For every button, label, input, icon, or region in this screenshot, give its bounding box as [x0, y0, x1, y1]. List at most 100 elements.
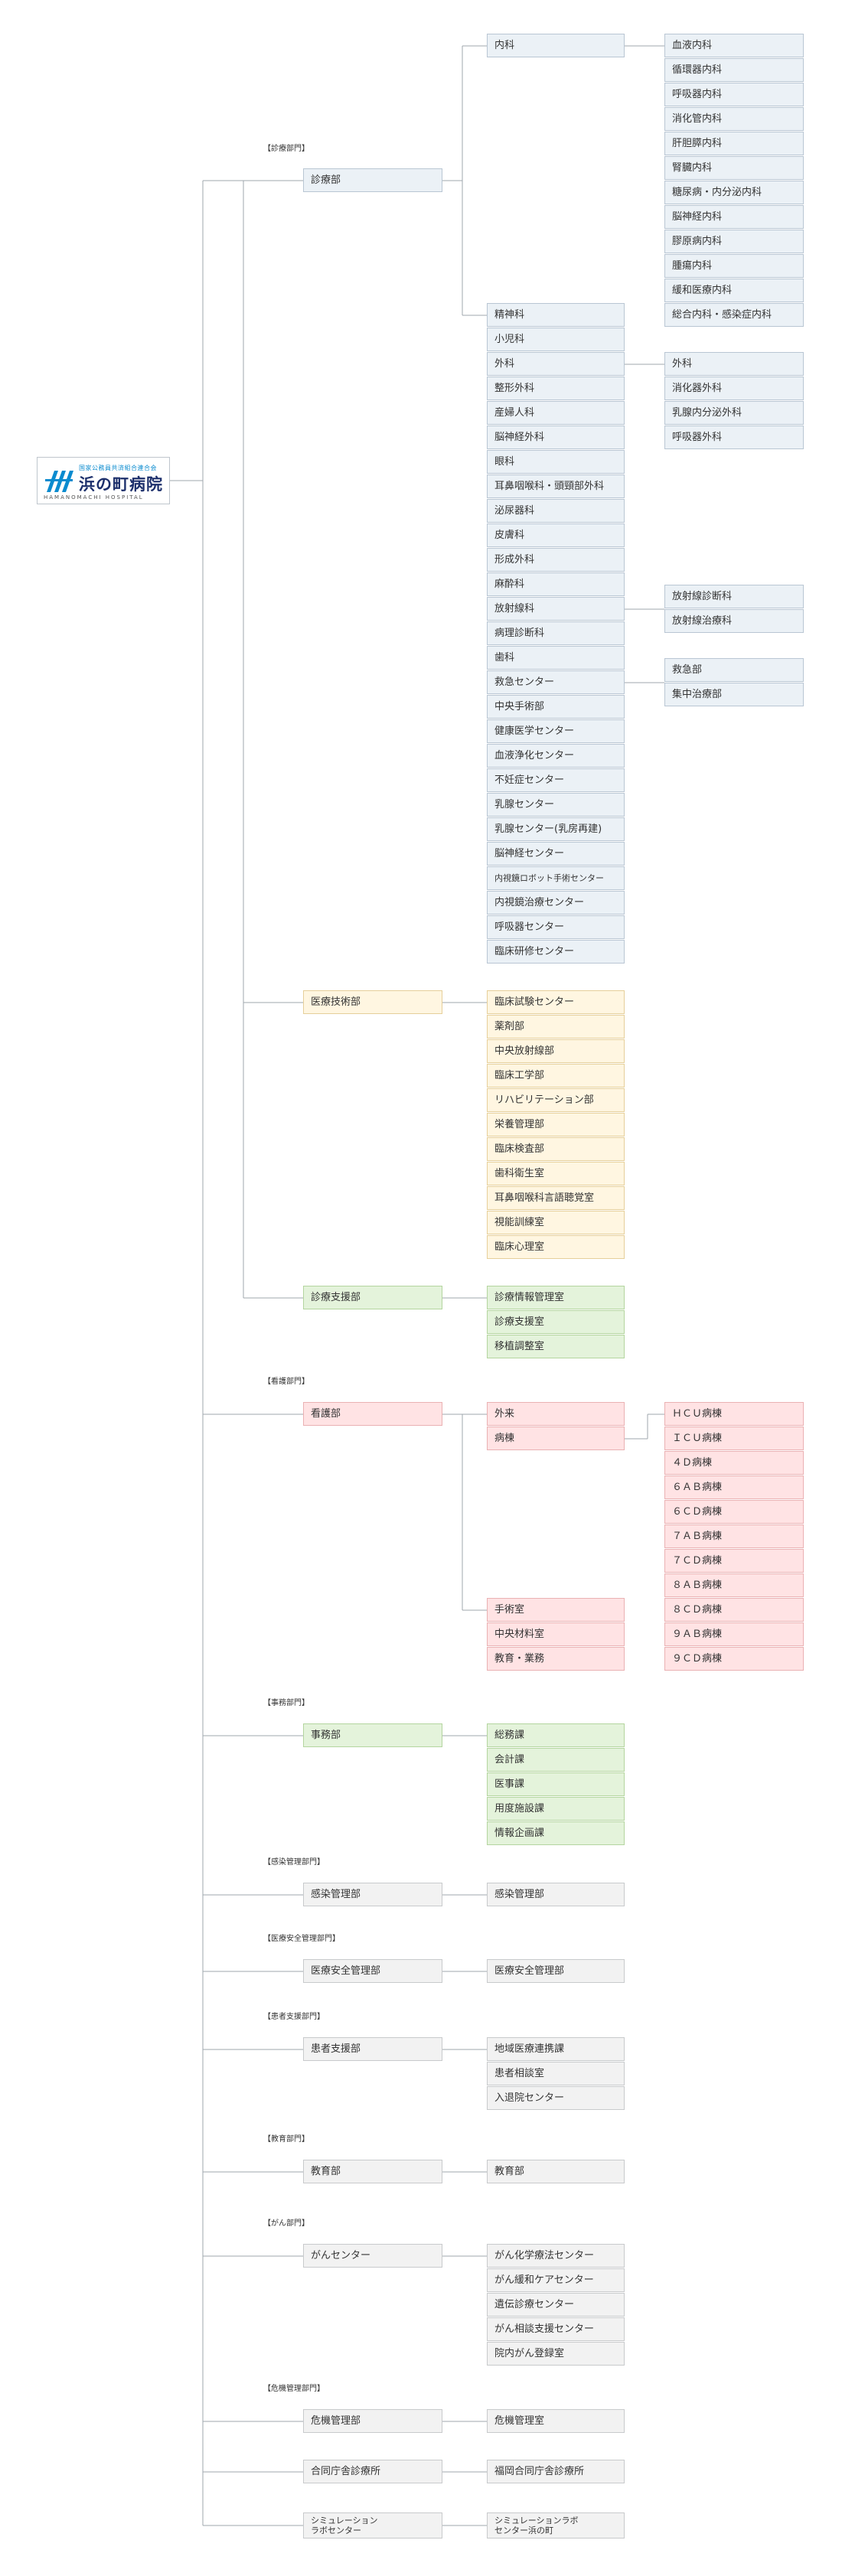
clinical-dept: 麻酔科	[487, 572, 625, 596]
clinical-dept: 乳腺センター(乳房再建)	[487, 817, 625, 841]
clinical-dept: 整形外科	[487, 377, 625, 400]
simulation-item: シミュレーションラボセンター浜の町	[487, 2512, 625, 2539]
section-label-kanja: 【患者支援部門】	[263, 2013, 325, 2021]
naika-subdept: 膠原病内科	[664, 230, 804, 253]
dept-kikikanribu: 危機管理部	[303, 2409, 442, 2433]
godo-item: 福岡合同庁舎診療所	[487, 2460, 625, 2483]
section-label-gan: 【がん部門】	[263, 2219, 309, 2228]
dept-godochoshinryojo: 合同庁舎診療所	[303, 2460, 442, 2483]
geka-subdept: 乳腺内分泌外科	[664, 401, 804, 425]
clinical-dept: 小児科	[487, 328, 625, 351]
section-label-iryoanzen: 【医療安全管理部門】	[263, 1935, 340, 1943]
logo-english: HAMANOMACHI HOSPITAL	[44, 494, 144, 501]
simulation-item-line: センター浜の町	[494, 2525, 553, 2535]
clinical-dept: 放射線科	[487, 597, 625, 621]
clinical-dept: 血液浄化センター	[487, 744, 625, 768]
byoto-item: ８ＡＢ病棟	[664, 1573, 804, 1597]
section-label-jimu: 【事務部門】	[263, 1699, 309, 1707]
clinical-dept: 皮膚科	[487, 523, 625, 547]
clinical-dept: 歯科	[487, 646, 625, 670]
kyoiku-item: 教育部	[487, 2160, 625, 2183]
kango-item: 中央材料室	[487, 1622, 625, 1646]
hoshasen-subdept: 放射線診断科	[664, 585, 804, 608]
gijutsu-item: 薬剤部	[487, 1015, 625, 1039]
clinical-dept: 病理診断科	[487, 621, 625, 645]
gijutsu-item: 臨床工学部	[487, 1064, 625, 1087]
gan-item: 院内がん登録室	[487, 2342, 625, 2366]
naika-subdept: 糖尿病・内分泌内科	[664, 181, 804, 204]
gan-item: がん化学療法センター	[487, 2244, 625, 2268]
shien-item: 移植調整室	[487, 1335, 625, 1358]
clinical-dept: 臨床研修センター	[487, 940, 625, 964]
dept-simulation-line: ラボセンター	[311, 2525, 361, 2535]
kiki-item: 危機管理室	[487, 2409, 625, 2433]
clinical-dept: 耳鼻咽喉科・頭頸部外科	[487, 474, 625, 498]
jimu-item: 総務課	[487, 1723, 625, 1747]
kanja-item: 地域医療連携課	[487, 2037, 625, 2061]
kanja-item: 患者相談室	[487, 2062, 625, 2085]
byoto-item: ６ＡＢ病棟	[664, 1475, 804, 1499]
gijutsu-item: 栄養管理部	[487, 1113, 625, 1136]
naika-subdept: 脳神経内科	[664, 205, 804, 229]
section-label-kyoiku: 【教育部門】	[263, 2135, 309, 2144]
dept-shinryoshienbu: 診療支援部	[303, 1286, 442, 1309]
clinical-dept: 中央手術部	[487, 695, 625, 719]
simulation-item-line: シミュレーションラボ	[494, 2516, 579, 2525]
clinical-dept: 不妊症センター	[487, 768, 625, 792]
byoto-item: ７ＡＢ病棟	[664, 1524, 804, 1548]
hoshasen-subdept: 放射線治療科	[664, 609, 804, 633]
byoto-item: ６ＣＤ病棟	[664, 1500, 804, 1524]
jimu-item: 用度施設課	[487, 1797, 625, 1821]
naika-subdept: 呼吸器内科	[664, 83, 804, 106]
naika-subdept: 緩和医療内科	[664, 279, 804, 302]
naika-subdept: 循環器内科	[664, 58, 804, 82]
clinical-dept: 乳腺センター	[487, 793, 625, 817]
clinical-dept: 産婦人科	[487, 401, 625, 425]
dept-simulation-line: シミュレーション	[311, 2516, 378, 2525]
jimu-item: 医事課	[487, 1772, 625, 1796]
section-label-kango: 【看護部門】	[263, 1378, 309, 1386]
dept-iryogijutsubu: 医療技術部	[303, 990, 442, 1014]
kyukyu-subdept: 救急部	[664, 658, 804, 682]
gijutsu-item: 中央放射線部	[487, 1039, 625, 1063]
section-label-kansen: 【感染管理部門】	[263, 1858, 325, 1867]
dept-kansenkanribu: 感染管理部	[303, 1883, 442, 1906]
byoto-item: ＩＣＵ病棟	[664, 1427, 804, 1450]
byoto-item: ７ＣＤ病棟	[664, 1549, 804, 1573]
kango-item: 外来	[487, 1402, 625, 1426]
dept-jimubu: 事務部	[303, 1723, 442, 1747]
gijutsu-item: リハビリテーション部	[487, 1088, 625, 1112]
kyukyu-subdept: 集中治療部	[664, 683, 804, 706]
clinical-dept: 形成外科	[487, 548, 625, 572]
clinical-dept: 外科	[487, 352, 625, 376]
byoto-item: ４Ｄ病棟	[664, 1451, 804, 1475]
gijutsu-item: 臨床心理室	[487, 1235, 625, 1259]
naika-subdept: 腫瘍内科	[664, 254, 804, 278]
dept-kanjashienbu: 患者支援部	[303, 2037, 442, 2061]
iryoanzen-item: 医療安全管理部	[487, 1959, 625, 1983]
clinical-dept: 呼吸器センター	[487, 915, 625, 939]
clinical-dept: 内視鏡治療センター	[487, 891, 625, 915]
dept-kyoikubu: 教育部	[303, 2160, 442, 2183]
shien-item: 診療支援室	[487, 1310, 625, 1334]
dept-naika: 内科	[487, 34, 625, 57]
naika-subdept: 腎臓内科	[664, 156, 804, 180]
hospital-logo-mark-icon	[45, 471, 73, 492]
naika-subdept: 肝胆膵内科	[664, 132, 804, 155]
byoto-item: ９ＣＤ病棟	[664, 1647, 804, 1671]
dept-simulation: シミュレーションラボセンター	[303, 2512, 442, 2539]
kango-item: 手術室	[487, 1598, 625, 1622]
kango-item: 病棟	[487, 1427, 625, 1450]
byoto-item: ８ＣＤ病棟	[664, 1598, 804, 1622]
jimu-item: 会計課	[487, 1748, 625, 1772]
section-label-shinryo: 【診療部門】	[263, 145, 309, 153]
gijutsu-item: 歯科衛生室	[487, 1162, 625, 1185]
geka-subdept: 呼吸器外科	[664, 426, 804, 449]
naika-subdept: 総合内科・感染症内科	[664, 303, 804, 327]
naika-subdept: 消化管内科	[664, 107, 804, 131]
gijutsu-item: 視能訓練室	[487, 1211, 625, 1234]
dept-kangobu: 看護部	[303, 1402, 442, 1426]
dept-shinryobu: 診療部	[303, 168, 442, 192]
gijutsu-item: 臨床検査部	[487, 1137, 625, 1161]
gijutsu-item: 耳鼻咽喉科言語聴覚室	[487, 1186, 625, 1210]
